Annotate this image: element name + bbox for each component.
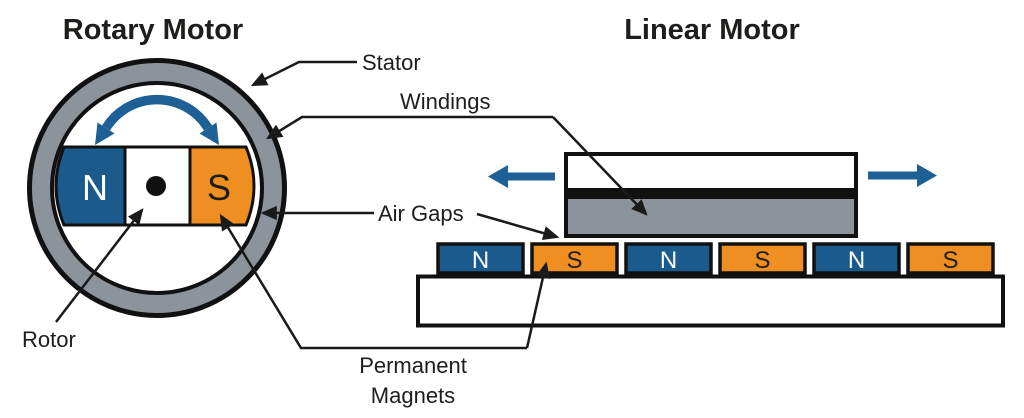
rotor-shaft-dot [146,176,166,196]
motion-arrow-right-icon [868,164,937,187]
rotation-arrow-icon [95,94,219,145]
windings-leader-line-rotary [265,115,553,140]
track-magnet-s3 [906,242,995,275]
windings-label: Windings [400,89,490,114]
rotor-leader-line [55,208,144,323]
rotor-label: Rotor [22,327,76,352]
permanent-magnets-leader-line-linear [525,261,550,349]
stator-label: Stator [362,50,421,75]
rotor-north-magnet [54,145,127,227]
track-magnet-label: S [942,247,958,274]
rotor-south-label: S [207,167,231,208]
track-magnet-n1 [436,242,525,275]
air-gaps-leader-line-linear [476,212,560,241]
annotation-leaders [55,60,648,350]
track-magnet-label: N [848,247,865,274]
forcer-assembly [564,152,858,238]
windings-leader-line-linear [552,116,648,216]
rotor-north-label: N [82,167,108,208]
track-base-plate [416,274,1005,328]
forcer-divider-band [568,188,854,199]
permanent-magnets-label-line2: Magnets [371,383,455,408]
permanent-magnets-leader-line-rotary [219,213,527,350]
linear-motor-title: Linear Motor [624,14,800,46]
rotary-motor-title: Rotary Motor [63,14,243,46]
rotary-motor-section: Rotary Motor N S [27,14,287,318]
magnet-track: N S N S N S [436,242,995,275]
track-magnet-label: S [754,247,770,274]
forcer-windings-block [568,198,854,234]
rotor-south-magnet [188,145,256,227]
air-gaps-label: Air Gaps [378,201,464,226]
motion-arrow-left-icon [488,165,555,188]
track-magnet-label: N [472,247,489,274]
stator-leader-line [250,60,357,87]
linear-motor-section: Linear Motor N S N S [416,14,1005,328]
track-magnet-s2 [718,242,807,275]
track-magnet-n3 [812,242,901,275]
track-magnet-label: S [566,247,582,274]
track-magnet-n2 [624,242,713,275]
permanent-magnets-label-line1: Permanent [359,353,467,378]
track-magnet-label: N [660,247,677,274]
